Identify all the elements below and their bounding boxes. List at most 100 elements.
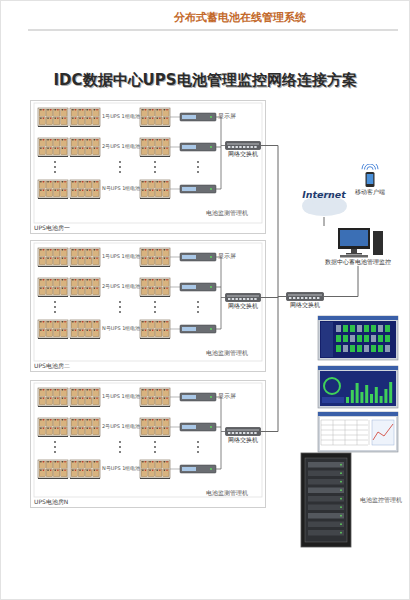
unit-led [210,256,212,258]
battery-terminal [55,279,56,280]
rack-led [340,498,342,500]
battery-terminal [57,279,58,280]
battery-terminal [149,109,150,110]
battery-terminal [166,148,167,149]
battery-terminal [159,389,160,390]
battery-terminal [152,470,153,471]
battery-cell [61,428,67,435]
battery-terminal [43,190,44,191]
battery-cell [46,181,52,188]
battery-terminal [96,419,97,420]
rack-frame [38,248,68,266]
battery-terminal [55,461,56,462]
unit-display [182,145,196,149]
battery-cell [141,258,147,265]
battery-cell [54,139,60,146]
battery-cell [39,249,45,256]
rack-frame [140,418,170,436]
rack-base [38,406,68,407]
rack-unit [308,530,344,536]
battery-terminal [166,330,167,331]
battery-cell [46,428,52,435]
battery-terminal [62,419,63,420]
battery-cell [54,461,60,468]
battery-cell [71,330,77,337]
battery-cell [141,249,147,256]
rack-base [38,156,68,157]
battery-cell [163,249,169,256]
battery-terminal [72,258,73,259]
battery-cell [78,258,84,265]
battery-terminal [87,118,88,119]
battery-terminal [79,148,80,149]
battery-terminal [72,428,73,429]
battery-terminal [82,279,83,280]
battery-terminal [64,419,65,420]
battery-terminal [152,428,153,429]
battery-terminal [55,148,56,149]
battery-terminal [157,330,158,331]
monitor-unit [180,143,216,151]
battery-cell [93,419,99,426]
battery-terminal [75,461,76,462]
rack-frame [140,320,170,338]
battery-cell [54,470,60,477]
rack-base [140,266,170,267]
phone-body [366,172,375,187]
battery-terminal [55,190,56,191]
rack-unit [308,479,344,485]
battery-cell [93,190,99,197]
switch-body [226,294,261,302]
battery-terminal [79,288,80,289]
continuation-dot [197,306,199,308]
continuation-dot [154,311,156,313]
battery-terminal [152,279,153,280]
rack-cabinet [301,453,351,547]
battery-terminal [55,181,56,182]
battery-cell [39,139,45,146]
battery-terminal [82,118,83,119]
monitor-unit [180,185,216,193]
battery-terminal [55,389,56,390]
battery-cell [78,288,84,295]
battery-cell [78,428,84,435]
battery-terminal [55,330,56,331]
battery-terminal [149,148,150,149]
rack-frame [38,388,68,406]
battery-terminal [145,279,146,280]
battery-terminal [50,148,51,149]
battery-terminal [145,139,146,140]
sense-wire [170,397,180,398]
bar [380,396,383,403]
battery-cell [141,419,147,426]
battery-cell [71,470,77,477]
battery-terminal [89,398,90,399]
continuation-dot [154,441,156,443]
table-rule [321,420,368,421]
battery-cell [86,389,92,396]
battery-terminal [164,258,165,259]
switch-port [239,146,241,148]
battery-terminal [47,288,48,289]
continuation-dot [197,171,199,173]
battery-terminal [40,249,41,250]
battery-cell [93,139,99,146]
cell-tile [385,325,390,332]
battery-cell [78,330,84,337]
switch-port [317,297,319,299]
battery-terminal [47,419,48,420]
wireless-arc [367,167,373,170]
switch-port [228,432,230,434]
battery-terminal [72,330,73,331]
battery-cell [39,461,45,468]
continuation-dot [119,166,121,168]
rack-frame [38,460,68,478]
switch-port [293,297,295,299]
battery-terminal [152,398,153,399]
device-label: 显示屏 [218,253,236,259]
battery-terminal [145,428,146,429]
battery-terminal [87,181,88,182]
battery-terminal [152,330,153,331]
unit-led [210,188,212,190]
